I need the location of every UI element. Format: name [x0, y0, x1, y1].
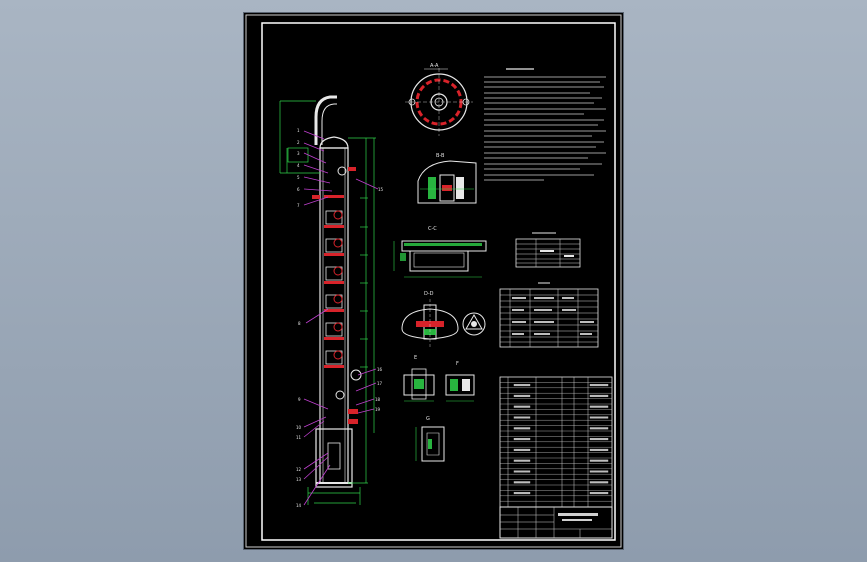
- svg-text:17: 17: [377, 381, 383, 386]
- svg-text:10: 10: [296, 425, 302, 430]
- nozzle-table: [515, 232, 581, 268]
- svg-text:B-B: B-B: [436, 153, 445, 159]
- svg-text:8: 8: [298, 321, 301, 326]
- svg-text:14: 14: [296, 503, 302, 508]
- design-data-table: [499, 282, 599, 348]
- svg-text:16: 16: [377, 367, 383, 372]
- view-detail-b: B-B: [417, 153, 477, 204]
- view-bracket-g: G: [415, 416, 445, 462]
- svg-text:15: 15: [378, 187, 384, 192]
- svg-text:2: 2: [297, 140, 300, 145]
- parts-list-cell: [513, 394, 531, 397]
- svg-text:3: 3: [297, 151, 300, 156]
- parts-list-cell: [513, 405, 531, 408]
- outer-frame: [245, 14, 622, 548]
- svg-text:18: 18: [375, 397, 381, 402]
- parts-list-cell: [589, 416, 609, 419]
- parts-list-cell: [513, 470, 531, 473]
- view-parts-e-f: E F: [403, 355, 475, 402]
- parts-list-cell: [513, 492, 531, 495]
- svg-text:F: F: [456, 361, 459, 367]
- parts-list-cell: [513, 438, 531, 441]
- svg-text:1: 1: [297, 128, 300, 133]
- parts-list-cell: [589, 438, 609, 441]
- part-leaders: [303, 130, 379, 506]
- parts-list-cell: [589, 394, 609, 397]
- parts-list-cell: [513, 384, 531, 387]
- svg-text:9: 9: [298, 397, 301, 402]
- svg-text:E: E: [414, 355, 417, 361]
- view-section-c: C-C: [393, 226, 487, 278]
- svg-text:5: 5: [297, 175, 300, 180]
- svg-text:G: G: [426, 416, 430, 422]
- parts-list-cell: [589, 492, 609, 495]
- svg-text:6: 6: [297, 187, 300, 192]
- right-dimensions: [307, 137, 376, 505]
- svg-text:4: 4: [297, 163, 300, 168]
- column-trays: [324, 195, 344, 368]
- svg-text:13: 13: [296, 477, 302, 482]
- svg-text:12: 12: [296, 467, 302, 472]
- parts-list-cell: [513, 448, 531, 451]
- parts-list-cell: [589, 448, 609, 451]
- svg-text:11: 11: [296, 435, 302, 440]
- svg-text:D-D: D-D: [424, 291, 434, 297]
- svg-text:A-A: A-A: [430, 63, 439, 69]
- svg-text:19: 19: [375, 407, 381, 412]
- svg-text:7: 7: [297, 203, 300, 208]
- parts-list-cell: [589, 427, 609, 430]
- parts-list-cell: [513, 416, 531, 419]
- parts-list-cell: [589, 470, 609, 473]
- svg-text:C-C: C-C: [428, 226, 437, 232]
- inner-frame: [261, 22, 616, 541]
- parts-list-cell: [513, 427, 531, 430]
- view-valve-d: D-D: [401, 291, 486, 347]
- parts-list-cell: [589, 459, 609, 462]
- parts-list-cell: [589, 405, 609, 408]
- view-flange-plan: A-A: [405, 63, 473, 136]
- left-dimensions: [279, 100, 320, 174]
- title-block: [499, 506, 613, 539]
- parts-list: [499, 376, 613, 508]
- parts-list-cell: [513, 459, 531, 462]
- parts-list-cell: [589, 481, 609, 484]
- parts-list-cell: [513, 481, 531, 484]
- technical-notes: [484, 68, 606, 181]
- parts-list-cell: [589, 384, 609, 387]
